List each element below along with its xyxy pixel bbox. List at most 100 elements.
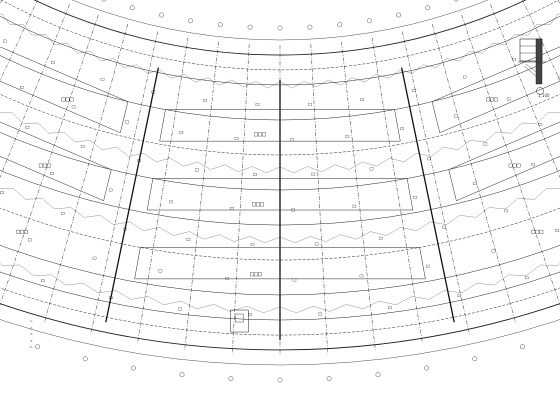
fixture-symbol [203,99,207,102]
fixture-symbol [291,208,295,212]
axis-line [0,0,3,5]
axis-line [341,41,376,350]
fixture-symbol [230,207,234,210]
fixture-symbol [123,227,127,231]
note-line: 5. [30,345,34,349]
panel-symbol [260,202,264,207]
arc-line [0,93,560,156]
fixture-symbol [3,39,7,43]
axis-bubble [82,356,88,362]
fixture-symbol [108,188,113,192]
fixture-symbol [369,167,374,171]
fixture-symbol [28,238,32,242]
panel-symbol [69,97,74,102]
panel-symbol [65,97,70,102]
note-line: 2. [30,325,34,330]
room-block [0,46,129,134]
axis-line [137,37,189,344]
axis-bubble [247,24,253,30]
fixture-symbol [378,236,383,240]
axis-line [0,4,70,179]
axis-bubble [35,344,40,350]
note-line: 1. [30,319,34,323]
panel-symbol [262,132,266,137]
panel-symbol [494,97,498,102]
axis-bubble [130,365,136,371]
fixture-symbol [250,243,255,246]
panel-symbol [38,163,43,168]
room-block [146,178,414,211]
axis-line [0,0,38,82]
note-line: 4. [30,338,34,343]
fixture-symbol [41,279,45,282]
fixture-symbol [178,307,182,311]
axis-line [232,44,250,354]
axis-bubble [472,356,478,362]
detail-section-box [516,36,550,96]
fixture-symbol [442,225,446,229]
axis-bubble [337,22,343,28]
fixture-symbol [352,204,357,208]
axis-bubble [326,376,332,382]
room-block [159,109,401,142]
fixture-symbol [225,276,229,280]
axis-line [184,41,219,350]
panel-symbol [252,202,256,207]
axis-bubble [101,0,106,2]
partition-wall [400,67,455,323]
note-line: 3. [30,332,34,336]
fixture-symbol [472,182,477,185]
panel-symbol [531,229,536,234]
panel-symbol [512,163,517,168]
fixture-symbol [427,157,431,161]
central-core [230,309,249,333]
fixture-symbol [248,313,252,316]
fixture-symbol [504,209,508,213]
axis-bubble [129,5,135,11]
axis-bubble [179,372,185,377]
fixture-symbol [318,312,322,316]
axis-bubble [424,365,429,371]
fixture-symbol [255,103,260,106]
fixture-symbol [483,142,488,146]
fixture-symbol [25,126,30,129]
fixture-symbol [308,102,312,106]
panel-symbol [516,163,521,168]
axis-bubble [375,372,381,377]
panel-symbol [508,163,513,168]
panel-symbol [20,229,24,234]
fixture-symbol [314,242,319,246]
axis-line [371,37,423,344]
panel-symbol [254,132,258,137]
axis-bubble [425,5,430,11]
panel-symbol [535,229,540,234]
axis-line [0,14,99,306]
axis-bubble [396,12,401,18]
fixture-symbol [512,58,516,61]
fixture-symbol [412,89,416,92]
axis-bubble [520,344,525,350]
axis-bubble [454,0,459,2]
axis-bubble [307,24,313,30]
elevator [235,313,244,323]
fixture-symbol [253,173,257,176]
fixture-symbol [345,135,349,138]
panel-symbol [42,163,47,168]
fixture-symbol [290,138,294,142]
cable-tray-line [0,263,560,313]
panel-symbol [24,229,28,234]
axis-bubble [277,377,283,383]
cable-tray-line [0,13,560,89]
fixture-symbol [80,145,85,148]
fixture-symbol [292,278,297,282]
cable-tray-line [0,188,560,243]
axis-line [431,24,516,323]
panel-symbol [254,272,258,277]
general-notes: 1. 2. 3. 4. 5. [30,318,150,351]
panel-symbol [486,97,490,102]
axis-bubble [277,25,283,31]
detail-callout-icon [536,87,544,95]
fixture-symbol [50,172,54,175]
